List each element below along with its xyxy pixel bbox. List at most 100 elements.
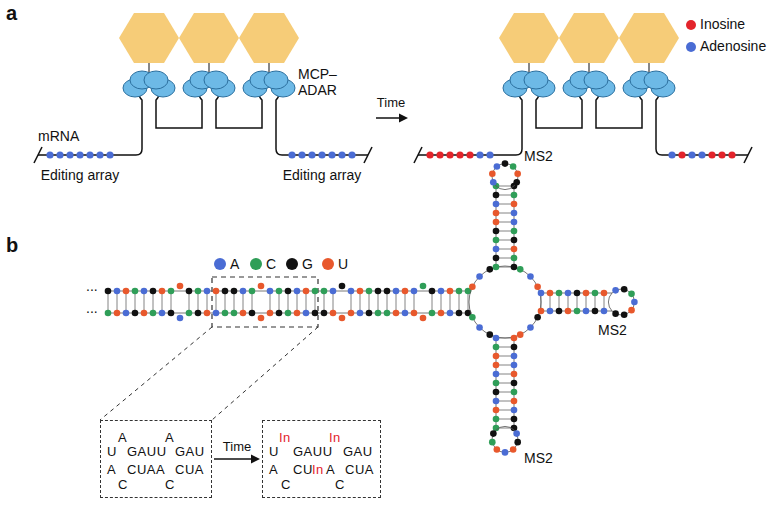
nucleotide-dot: [510, 446, 517, 453]
base-pair: [550, 296, 551, 308]
protein-label: MCP–ADAR: [298, 66, 344, 98]
sequence-text: CUA: [175, 463, 204, 476]
nucleotide-dot: [538, 308, 545, 315]
adenosine-dot: [86, 151, 93, 158]
nucleotide-dot: [511, 201, 518, 208]
base-pair: [405, 294, 406, 310]
nucleotide-dot: [547, 308, 554, 315]
nucleotide-dot: [213, 310, 220, 317]
nucleotide-dot: [556, 290, 563, 297]
nucleotide-dot: [186, 288, 193, 295]
nucleotide-dot: [141, 288, 148, 295]
nucleotide-dot: [493, 264, 500, 271]
nucleotide-dot: [538, 290, 545, 297]
base-pair: [216, 294, 217, 310]
sequence-text: U: [269, 445, 279, 458]
nucleotide-dot: [511, 219, 518, 226]
nucleotide-dot: [429, 310, 436, 317]
base-pair: [207, 294, 208, 310]
nucleotide-dot: [258, 315, 265, 322]
nucleotide-dot: [601, 290, 608, 297]
arrow-head: [251, 455, 260, 464]
base-pair: [279, 294, 280, 310]
base-pair: [499, 267, 511, 268]
nucleotide-dot: [240, 288, 247, 295]
mcp-dimer: [144, 71, 168, 89]
molecule-label: mRNA: [38, 128, 79, 144]
legend-swatch: [250, 258, 262, 270]
sequence-text: A: [269, 463, 278, 476]
nucleotide-dot: [195, 310, 202, 317]
nucleotide-dot: [486, 266, 493, 273]
base-pair: [198, 294, 199, 310]
inosine-dot: [426, 151, 433, 158]
nucleotide-dot: [493, 228, 500, 235]
sequence-text: In: [279, 431, 291, 444]
nucleotide-dot: [357, 310, 364, 317]
nucleotide-dot: [276, 288, 283, 295]
region-label: Editing array: [41, 167, 120, 183]
nucleotide-dot: [213, 288, 220, 295]
base-pair: [499, 410, 511, 411]
nucleotide-dot: [258, 283, 265, 290]
nucleotide-dot: [489, 439, 496, 446]
base-pair: [135, 294, 136, 310]
base-pair: [450, 294, 451, 310]
legend-text: Adenosine: [700, 38, 766, 54]
loop-backbone: [492, 164, 518, 190]
leader-line: [100, 327, 212, 420]
mcp-dimer: [584, 71, 608, 89]
nucleotide-dot: [321, 288, 328, 295]
nucleotide-dot: [375, 310, 382, 317]
nucleotide-dot: [177, 283, 184, 290]
ellipsis: ...: [86, 300, 98, 316]
nucleotide-dot: [502, 160, 509, 167]
adenosine-dot: [328, 151, 335, 158]
nucleotide-dot: [150, 310, 157, 317]
nucleotide-dot: [469, 283, 476, 290]
nucleotide-dot: [249, 310, 256, 317]
nucleotide-dot: [114, 288, 121, 295]
nucleotide-dot: [411, 288, 418, 295]
sequence-text: C: [335, 478, 345, 491]
mcp-dimer: [204, 71, 228, 89]
nucleotide-dot: [493, 210, 500, 217]
base-pair: [499, 258, 511, 259]
arrow-head: [399, 114, 408, 123]
base-pair: [499, 428, 511, 429]
nucleotide-dot: [489, 170, 496, 177]
nucleotide-dot: [511, 228, 518, 235]
nucleotide-dot: [204, 310, 211, 317]
ms2-label: MS2: [524, 450, 553, 466]
base-pair: [351, 294, 352, 310]
nucleotide-dot: [493, 416, 500, 423]
nucleotide-dot: [285, 288, 292, 295]
nucleotide-dot: [132, 310, 139, 317]
sequence-text: GAU: [175, 445, 205, 458]
nucleotide-dot: [511, 344, 518, 351]
base-pair: [270, 294, 271, 310]
nucleotide-dot: [511, 237, 518, 244]
nucleotide-dot: [348, 310, 355, 317]
nucleotide-dot: [494, 163, 501, 170]
nucleotide-dot: [222, 310, 229, 317]
base-pair: [171, 294, 172, 310]
nucleotide-dot: [493, 398, 500, 405]
nucleotide-dot: [105, 288, 112, 295]
nucleotide-dot: [592, 308, 599, 315]
nucleotide-dot: [583, 290, 590, 297]
sequence-text: A: [107, 463, 116, 476]
base-pair: [333, 294, 334, 310]
nucleotide-dot: [231, 288, 238, 295]
nucleotide-dot: [384, 288, 391, 295]
inset-box: UInGAUUInGAUACCUInACCUA: [262, 420, 381, 498]
nucleotide-dot: [574, 290, 581, 297]
edge-arrow: [214, 455, 260, 464]
nucleotide-dot: [429, 288, 436, 295]
mcp-dimer: [524, 71, 548, 89]
nucleotide-dot: [150, 288, 157, 295]
nucleotide-dot: [490, 179, 497, 186]
base-pair: [499, 338, 511, 339]
